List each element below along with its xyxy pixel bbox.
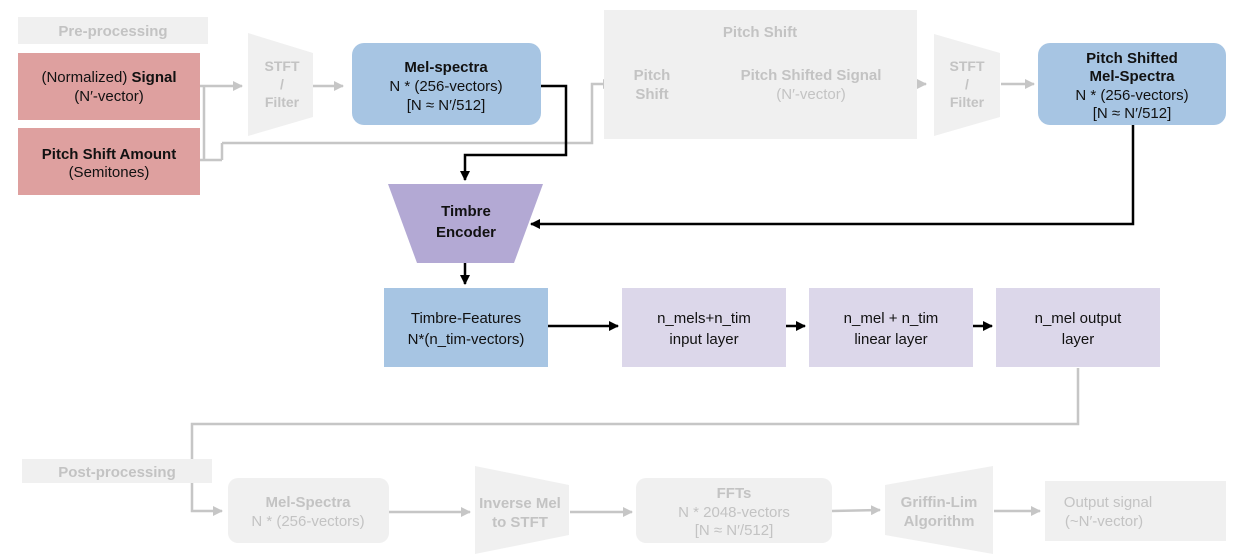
ffts-box: FFTs N * 2048-vectors [N ≈ N′/512] bbox=[636, 478, 832, 543]
line-output-to-post bbox=[190, 368, 1080, 516]
gray-connectors bbox=[190, 79, 1080, 517]
postprocessing-label: Post-processing bbox=[58, 464, 176, 481]
pitch-shifted-mel-line2: Mel-Spectra bbox=[1089, 68, 1175, 85]
dark-connectors bbox=[460, 84, 1135, 331]
preprocessing-label: Pre-processing bbox=[58, 23, 167, 40]
pitch-shift-amount-title: Pitch Shift Amount bbox=[42, 146, 176, 163]
signal-title: (Normalized) Signal bbox=[41, 69, 176, 86]
post-mel-spectra-box: Mel-Spectra N * (256-vectors) bbox=[228, 478, 389, 543]
signal-sub: (N′-vector) bbox=[74, 88, 143, 105]
ffts-line3: [N ≈ N′/512] bbox=[695, 522, 774, 539]
pitch-shift-line2: Shift bbox=[635, 86, 668, 103]
mel-spectra-box: Mel-spectra N * (256-vectors) [N ≈ N′/51… bbox=[352, 43, 541, 125]
pitch-shift-block-title: Pitch Shift bbox=[723, 24, 797, 41]
mel-spectra-title: Mel-spectra bbox=[404, 59, 488, 76]
pitch-shifted-mel-line3: N * (256-vectors) bbox=[1075, 87, 1188, 104]
arrow-ffts-to-griffin bbox=[831, 505, 881, 516]
griffin-lim-line1: Griffin-Lim bbox=[901, 494, 978, 511]
linear-layer-line1: n_mel + n_tim bbox=[844, 310, 939, 327]
stft-filter-2: STFT / Filter bbox=[934, 34, 1000, 136]
pitch-shifted-mel-line4: [N ≈ N′/512] bbox=[1093, 105, 1172, 122]
output-layer-line1: n_mel output bbox=[1035, 310, 1123, 327]
pitch-shifted-mel-box: Pitch Shifted Mel-Spectra N * (256-vecto… bbox=[1038, 43, 1226, 125]
pitch-shifted-mel-line1: Pitch Shifted bbox=[1086, 50, 1178, 67]
pitch-shift-block: Pitch Shift Pitch Shift Pitch Shifted Si… bbox=[604, 10, 917, 139]
preprocessing-label-bg bbox=[18, 17, 208, 44]
stft-filter-2-line1: STFT bbox=[950, 58, 985, 74]
shifted-signal-line1: Pitch Shifted Signal bbox=[741, 67, 882, 84]
timbre-encoder-line2: Encoder bbox=[436, 224, 496, 241]
timbre-encoder: Timbre Encoder bbox=[388, 184, 543, 263]
input-layer-line2: input layer bbox=[669, 331, 738, 348]
linear-layer-box: n_mel + n_tim linear layer bbox=[809, 288, 973, 367]
post-mel-spectra-line1: Mel-Spectra bbox=[265, 494, 351, 511]
postprocessing-label-bg bbox=[22, 459, 212, 483]
output-signal-line2: (~N′-vector) bbox=[1065, 513, 1143, 530]
inverse-mel-line1: Inverse Mel bbox=[479, 495, 561, 512]
stft-filter-2-line2: / bbox=[965, 76, 969, 92]
signal-box: (Normalized) Signal (N′-vector) bbox=[18, 53, 200, 120]
output-signal-line1: Output signal bbox=[1064, 494, 1152, 511]
input-layer-line1: n_mels+n_tim bbox=[657, 310, 751, 327]
inverse-mel-trapezoid: Inverse Mel to STFT bbox=[475, 466, 569, 554]
timbre-features-line2: N*(n_tim-vectors) bbox=[408, 331, 525, 348]
output-signal-box: Output signal (~N′-vector) bbox=[1045, 481, 1226, 541]
output-layer-box: n_mel output layer bbox=[996, 288, 1160, 367]
pitch-shift-amount-sub: (Semitones) bbox=[69, 164, 150, 181]
mel-spectra-line3: [N ≈ N′/512] bbox=[407, 97, 486, 114]
pitch-shift-amount-box: Pitch Shift Amount (Semitones) bbox=[18, 128, 200, 195]
ffts-line2: N * 2048-vectors bbox=[678, 504, 790, 521]
inverse-mel-line2: to STFT bbox=[492, 514, 548, 531]
mel-spectra-line2: N * (256-vectors) bbox=[389, 78, 502, 95]
arrow-shifted-to-encoder bbox=[530, 125, 1135, 229]
stft-filter-1-line3: Filter bbox=[265, 94, 300, 110]
stft-filter-1: STFT / Filter bbox=[248, 33, 313, 136]
timbre-features-line1: Timbre-Features bbox=[411, 310, 521, 327]
input-layer-box: n_mels+n_tim input layer bbox=[622, 288, 786, 367]
griffin-lim-trapezoid: Griffin-Lim Algorithm bbox=[885, 466, 993, 554]
timbre-encoder-line1: Timbre bbox=[441, 203, 491, 220]
timbre-features-box: Timbre-Features N*(n_tim-vectors) bbox=[384, 288, 548, 367]
shifted-signal-line2: (N′-vector) bbox=[776, 86, 845, 103]
ffts-line1: FFTs bbox=[717, 485, 752, 502]
arrow-mel-to-encoder bbox=[460, 84, 568, 181]
output-layer-line2: layer bbox=[1062, 331, 1095, 348]
line-to-pitch-shift bbox=[222, 79, 613, 145]
griffin-lim-line2: Algorithm bbox=[904, 513, 975, 530]
linear-layer-line2: linear layer bbox=[854, 331, 927, 348]
stft-filter-1-line1: STFT bbox=[265, 58, 300, 74]
post-mel-spectra-line2: N * (256-vectors) bbox=[251, 513, 364, 530]
stft-filter-2-line3: Filter bbox=[950, 94, 985, 110]
pitch-shift-line1: Pitch bbox=[634, 67, 671, 84]
stft-filter-1-line2: / bbox=[280, 76, 284, 92]
